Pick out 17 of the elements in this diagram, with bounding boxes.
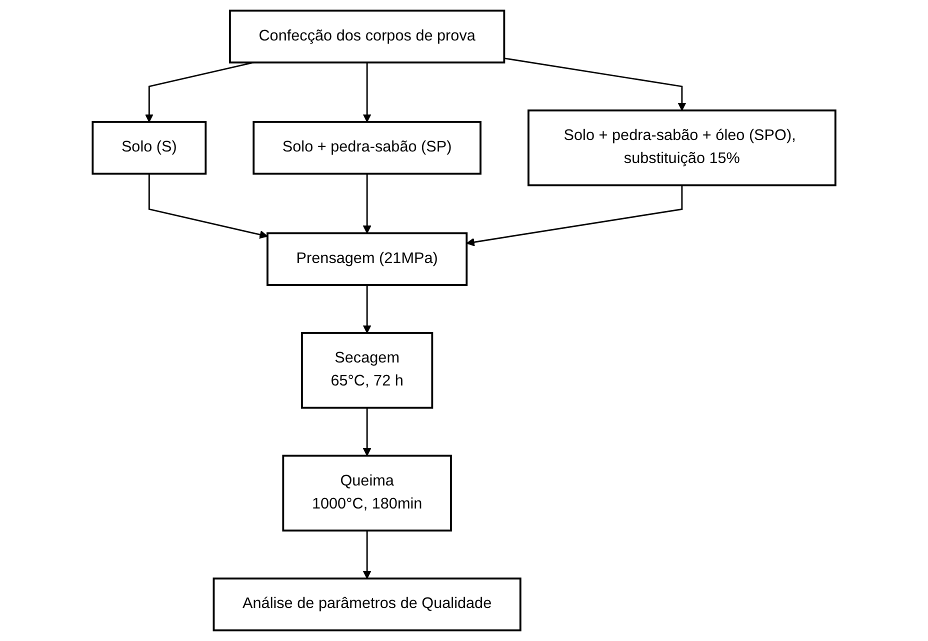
node-box: Solo + pedra-sabão + óleo (SPO), substituição 15% (527, 109, 836, 186)
node-box: Solo (S) (92, 120, 207, 175)
arrow (362, 285, 372, 334)
arrow (362, 408, 372, 456)
arrow (362, 530, 372, 579)
node-box: Análise de parâmetros de Qualidade (212, 578, 522, 632)
arrow (148, 174, 268, 239)
arrow (362, 62, 372, 122)
node-box: Solo + pedra-sabão (SP) (252, 120, 482, 175)
node-box: Secagem 65°C, 72 h (300, 332, 434, 409)
arrow (504, 58, 686, 111)
node-box: Confecção dos corpos de prova (228, 10, 506, 64)
arrow (466, 185, 683, 246)
node-box: Prensagem (21MPa) (266, 232, 468, 286)
arrow (144, 62, 254, 122)
arrow (362, 174, 372, 234)
node-box: Queima 1000°C, 180min (282, 454, 452, 532)
